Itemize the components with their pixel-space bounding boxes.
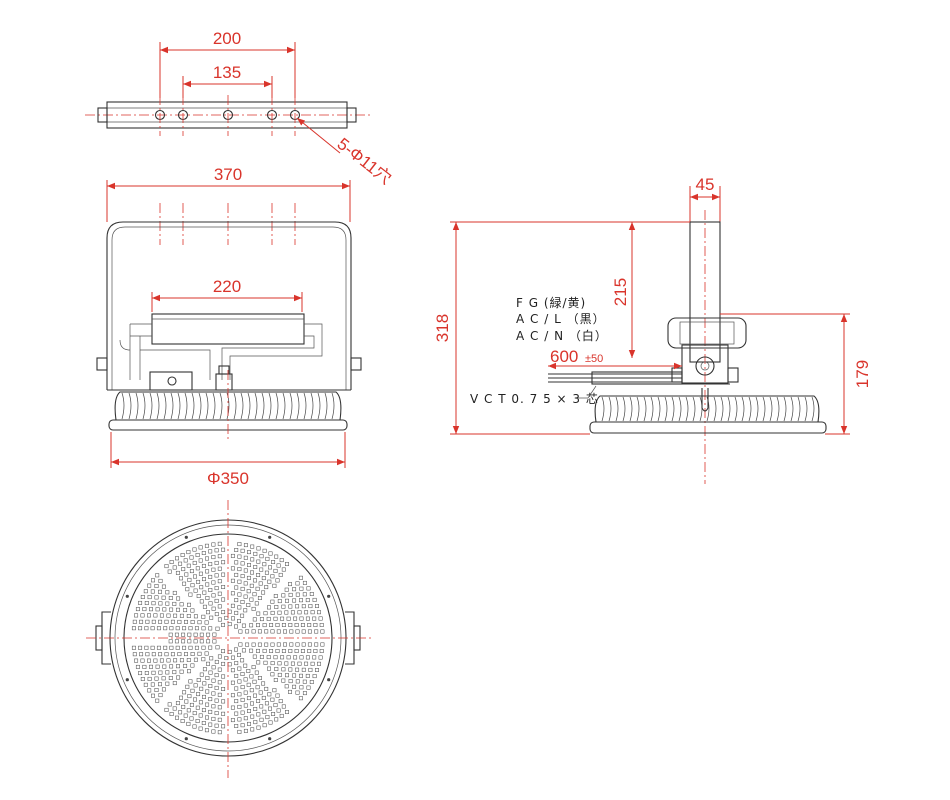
power-cable (548, 371, 683, 385)
led-array (131, 541, 325, 735)
wire-acn-label: A C / N （白） (516, 328, 608, 343)
cable-tolerance-label: ±50 (585, 353, 603, 365)
rim-screws (125, 535, 331, 741)
dim-370-label: 370 (214, 165, 242, 184)
dim-45-label: 45 (696, 175, 715, 194)
side-view: 45 215 318 179 (433, 175, 872, 484)
front-view: 370 220 (96, 165, 362, 488)
dim-215-label: 215 (611, 278, 630, 306)
cable-spec-label: V C T 0. 7 5 × 3 芯 (470, 392, 599, 406)
mounting-holes (154, 95, 301, 136)
dim-135-label: 135 (213, 63, 241, 82)
wire-acl-label: A C / L （黒） (516, 312, 606, 326)
hole-note-label: 5-Φ11穴 (334, 134, 396, 188)
dim-200-label: 200 (213, 29, 241, 48)
bottom-view (86, 500, 372, 778)
wire-fg-label: F G (緑/黄) (516, 295, 586, 310)
dim-318-label: 318 (433, 314, 452, 342)
cable-length-label: 600 (550, 347, 578, 366)
dim-phi350-label: Φ350 (207, 469, 249, 488)
dim-220-label: 220 (213, 277, 241, 296)
dim-179-label: 179 (853, 360, 872, 388)
heatsink-fins (121, 392, 335, 420)
